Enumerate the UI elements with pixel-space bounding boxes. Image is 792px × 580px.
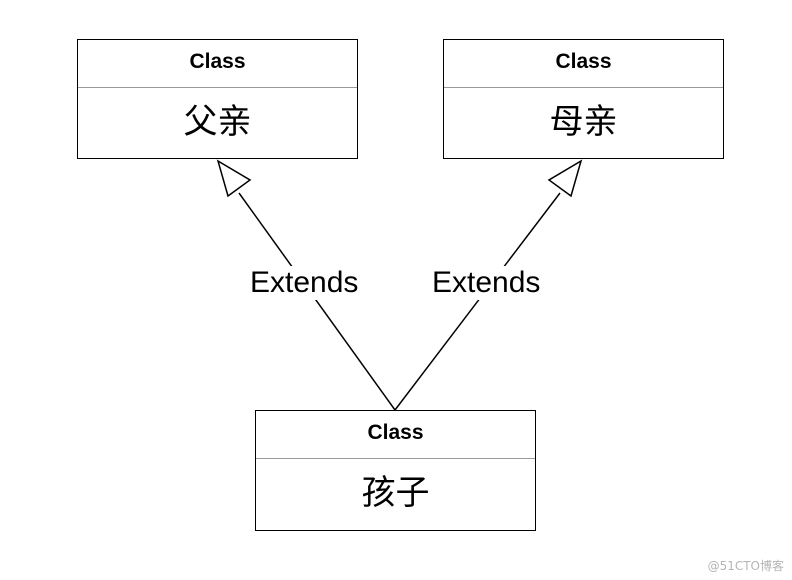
extends-line-mother: [394, 192, 561, 411]
class-child-name: 孩子: [361, 473, 430, 513]
extends-line-father: [238, 192, 396, 411]
inheritance-arrowhead-father: [216, 159, 252, 198]
inheritance-arrowhead-mother: [547, 159, 583, 198]
watermark: @51CTO博客: [707, 559, 784, 573]
class-child[interactable]: Class 孩子: [255, 410, 536, 531]
class-mother-header: Class: [444, 40, 723, 88]
class-father-header: Class: [78, 40, 357, 88]
class-mother-name: 母亲: [549, 102, 618, 142]
class-mother[interactable]: Class 母亲: [443, 39, 724, 159]
extends-label-father: Extends: [248, 266, 361, 300]
class-father-name: 父亲: [183, 102, 252, 142]
class-child-header: Class: [256, 411, 535, 459]
class-father[interactable]: Class 父亲: [77, 39, 358, 159]
extends-label-mother: Extends: [430, 266, 543, 300]
